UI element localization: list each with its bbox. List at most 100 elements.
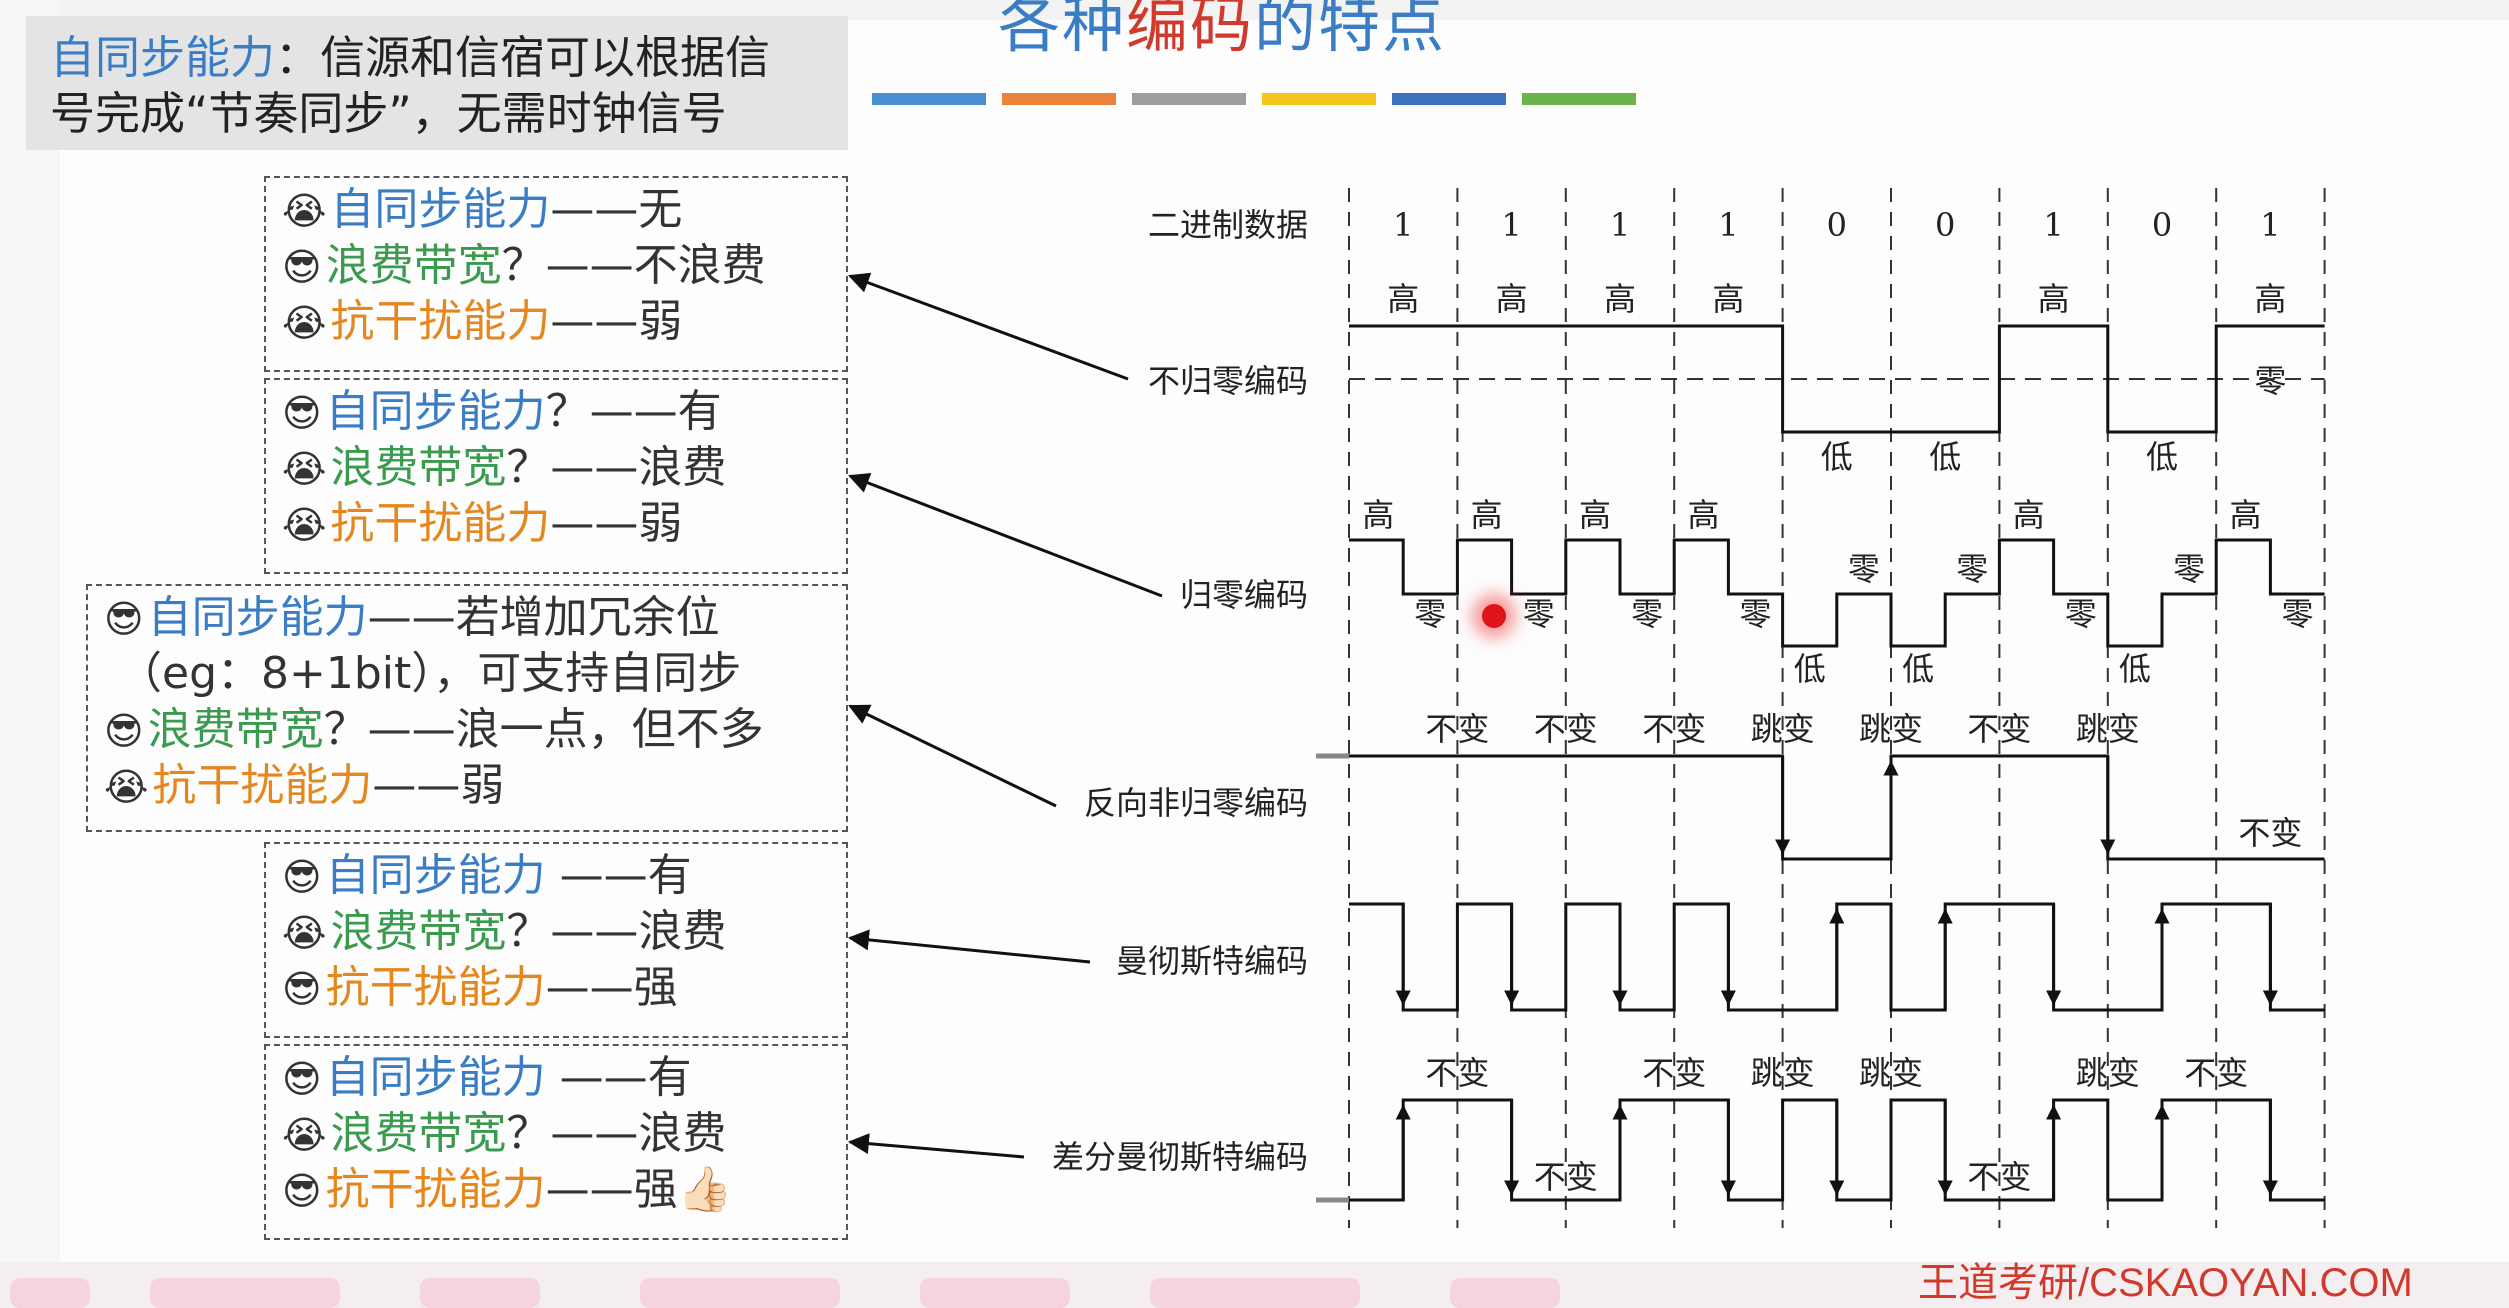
sunglasses-emoji-icon: 😎 (282, 391, 322, 435)
decor-mark (420, 1278, 540, 1308)
left-tint (0, 0, 60, 1308)
criterion-value: ——若增加冗余位 (367, 592, 720, 643)
bit-value: 1 (1393, 206, 1413, 244)
rz-zero-label: 零 (1848, 550, 1880, 588)
encoding-name-label: 归零编码 (1180, 576, 1308, 614)
panel-row: 😎自同步能力？——有 (282, 384, 846, 440)
criterion-value: ——弱 (550, 296, 683, 347)
criterion-value: ——强👍🏻 (545, 1164, 733, 1215)
decor-mark (1150, 1278, 1360, 1308)
binary-data-label: 二进制数据 (1148, 206, 1308, 244)
diff-transition-label: 跳变 (1751, 1054, 1815, 1092)
panel-row: 😎自同步能力 ——有 (282, 848, 846, 904)
nrzi-transition-label: 跳变 (1859, 710, 1923, 748)
diff-transition-label: 不变 (1967, 1158, 2031, 1196)
panel-row: 😎抗干扰能力——强 (282, 960, 846, 1016)
manchester-summary-panel: 😎自同步能力 ——有😭浪费带宽？——浪费😎抗干扰能力——强 (264, 842, 848, 1038)
nrzi-transition-label: 不变 (1534, 710, 1598, 748)
diff-transition-label: 不变 (1642, 1054, 1706, 1092)
panel-row: 😭浪费带宽？——浪费 (282, 440, 846, 496)
decor-mark (10, 1278, 90, 1308)
sunglasses-emoji-icon: 😎 (282, 1169, 322, 1213)
bit-value: 1 (1501, 206, 1521, 244)
rz-high-label: 高 (1579, 496, 1611, 534)
criterion-label: 抗干扰能力 (325, 962, 546, 1013)
crying-emoji-icon: 😭 (282, 911, 327, 955)
nrz-high-label: 高 (1712, 280, 1744, 318)
panel-row: （eg：8+1bit），可支持自同步 (104, 646, 846, 702)
criterion-label: 自同步能力 (325, 1052, 546, 1103)
rz-high-label: 高 (1687, 496, 1719, 534)
crying-emoji-icon: 😭 (104, 765, 149, 809)
criterion-label: 自同步能力 (330, 184, 551, 235)
criterion-value: （eg：8+1bit），可支持自同步 (118, 648, 742, 699)
encoding-name-label: 反向非归零编码 (1084, 784, 1308, 822)
rz-zero-label: 零 (2173, 550, 2205, 588)
sunglasses-emoji-icon: 😎 (104, 709, 144, 753)
diff-transition-label: 不变 (1425, 1054, 1489, 1092)
crying-emoji-icon: 😭 (282, 447, 327, 491)
bit-value: 1 (2260, 206, 2280, 244)
nrzi-transition-label: 跳变 (1751, 710, 1815, 748)
nrzi-transition-label: 跳变 (2076, 710, 2140, 748)
sunglasses-emoji-icon: 😎 (282, 1057, 322, 1101)
criterion-value: ——有 (545, 1052, 692, 1103)
criterion-label: 自同步能力 (147, 592, 368, 643)
title-bar-segment (872, 93, 986, 105)
crying-emoji-icon: 😭 (282, 1113, 327, 1157)
pointer-arrow (848, 704, 1057, 808)
nrz-high-label: 高 (2038, 280, 2070, 318)
criterion-label: 浪费带宽 (330, 442, 507, 493)
panel-row: 😭抗干扰能力——弱 (104, 758, 846, 814)
title-bar-segment (1522, 93, 1636, 105)
rz-summary-panel: 😎自同步能力？——有😭浪费带宽？——浪费😭抗干扰能力——弱 (264, 378, 848, 574)
page-title: 各种编码的特点 (998, 0, 1447, 61)
bit-value: 0 (1935, 206, 1955, 244)
decor-mark (1450, 1278, 1560, 1308)
sunglasses-emoji-icon: 😎 (282, 855, 322, 899)
panel-row: 😭抗干扰能力——弱 (282, 294, 846, 350)
criterion-label: 自同步能力 (325, 850, 546, 901)
criterion-label: 抗干扰能力 (330, 498, 551, 549)
pointer-arrow (848, 472, 1163, 598)
criterion-label: 浪费带宽 (147, 704, 324, 755)
criterion-label: 浪费带宽 (325, 240, 502, 291)
nrz-high-label: 高 (2254, 280, 2286, 318)
title-bar-segment (1392, 93, 1506, 105)
nrz-high-label: 高 (1387, 280, 1419, 318)
criterion-label: 浪费带宽 (330, 906, 507, 957)
pointer-arrow (847, 1133, 1025, 1159)
nrz-high-label: 高 (1604, 280, 1636, 318)
watermark: 王道考研/CSKAOYAN.COM (1918, 1261, 2413, 1305)
panel-row: 😭自同步能力——无 (282, 182, 846, 238)
criterion-value: ——有 (545, 850, 692, 901)
panel-row: 😎浪费带宽？——浪一点，但不多 (104, 702, 846, 758)
note-line2: 号完成“节奏同步”，无需时钟信号 (50, 87, 727, 140)
panel-row: 😎抗干扰能力——强👍🏻 (282, 1162, 846, 1218)
panel-row: 😎浪费带宽？——不浪费 (282, 238, 846, 294)
rz-zero-label: 零 (2281, 595, 2313, 633)
rz-zero-label: 零 (2065, 595, 2097, 633)
sunglasses-emoji-icon: 😎 (104, 597, 144, 641)
bit-value: 1 (1718, 206, 1738, 244)
criterion-value: ？——浪一点，但不多 (323, 704, 764, 755)
criterion-label: 抗干扰能力 (330, 296, 551, 347)
criterion-value: ——弱 (550, 498, 683, 549)
encoding-name-label: 曼彻斯特编码 (1116, 942, 1308, 980)
nrz-summary-panel: 😭自同步能力——无😎浪费带宽？——不浪费😭抗干扰能力——弱 (264, 176, 848, 372)
crying-emoji-icon: 😭 (282, 189, 327, 233)
bit-value: 0 (1827, 206, 1847, 244)
title-bar-segment (1002, 93, 1116, 105)
criterion-label: 浪费带宽 (330, 1108, 507, 1159)
rz-high-label: 高 (2229, 496, 2261, 534)
diff-manchester-waveform (1316, 1098, 2325, 1202)
nrz-low-label: 低 (1821, 438, 1853, 476)
rz-low-label: 低 (1794, 650, 1826, 688)
diff-transition-label: 不变 (1534, 1158, 1598, 1196)
criterion-value: ？——浪费 (506, 442, 727, 493)
rz-high-label: 高 (1471, 496, 1503, 534)
pointer-arrow (848, 272, 1129, 381)
rz-low-label: 低 (2119, 650, 2151, 688)
